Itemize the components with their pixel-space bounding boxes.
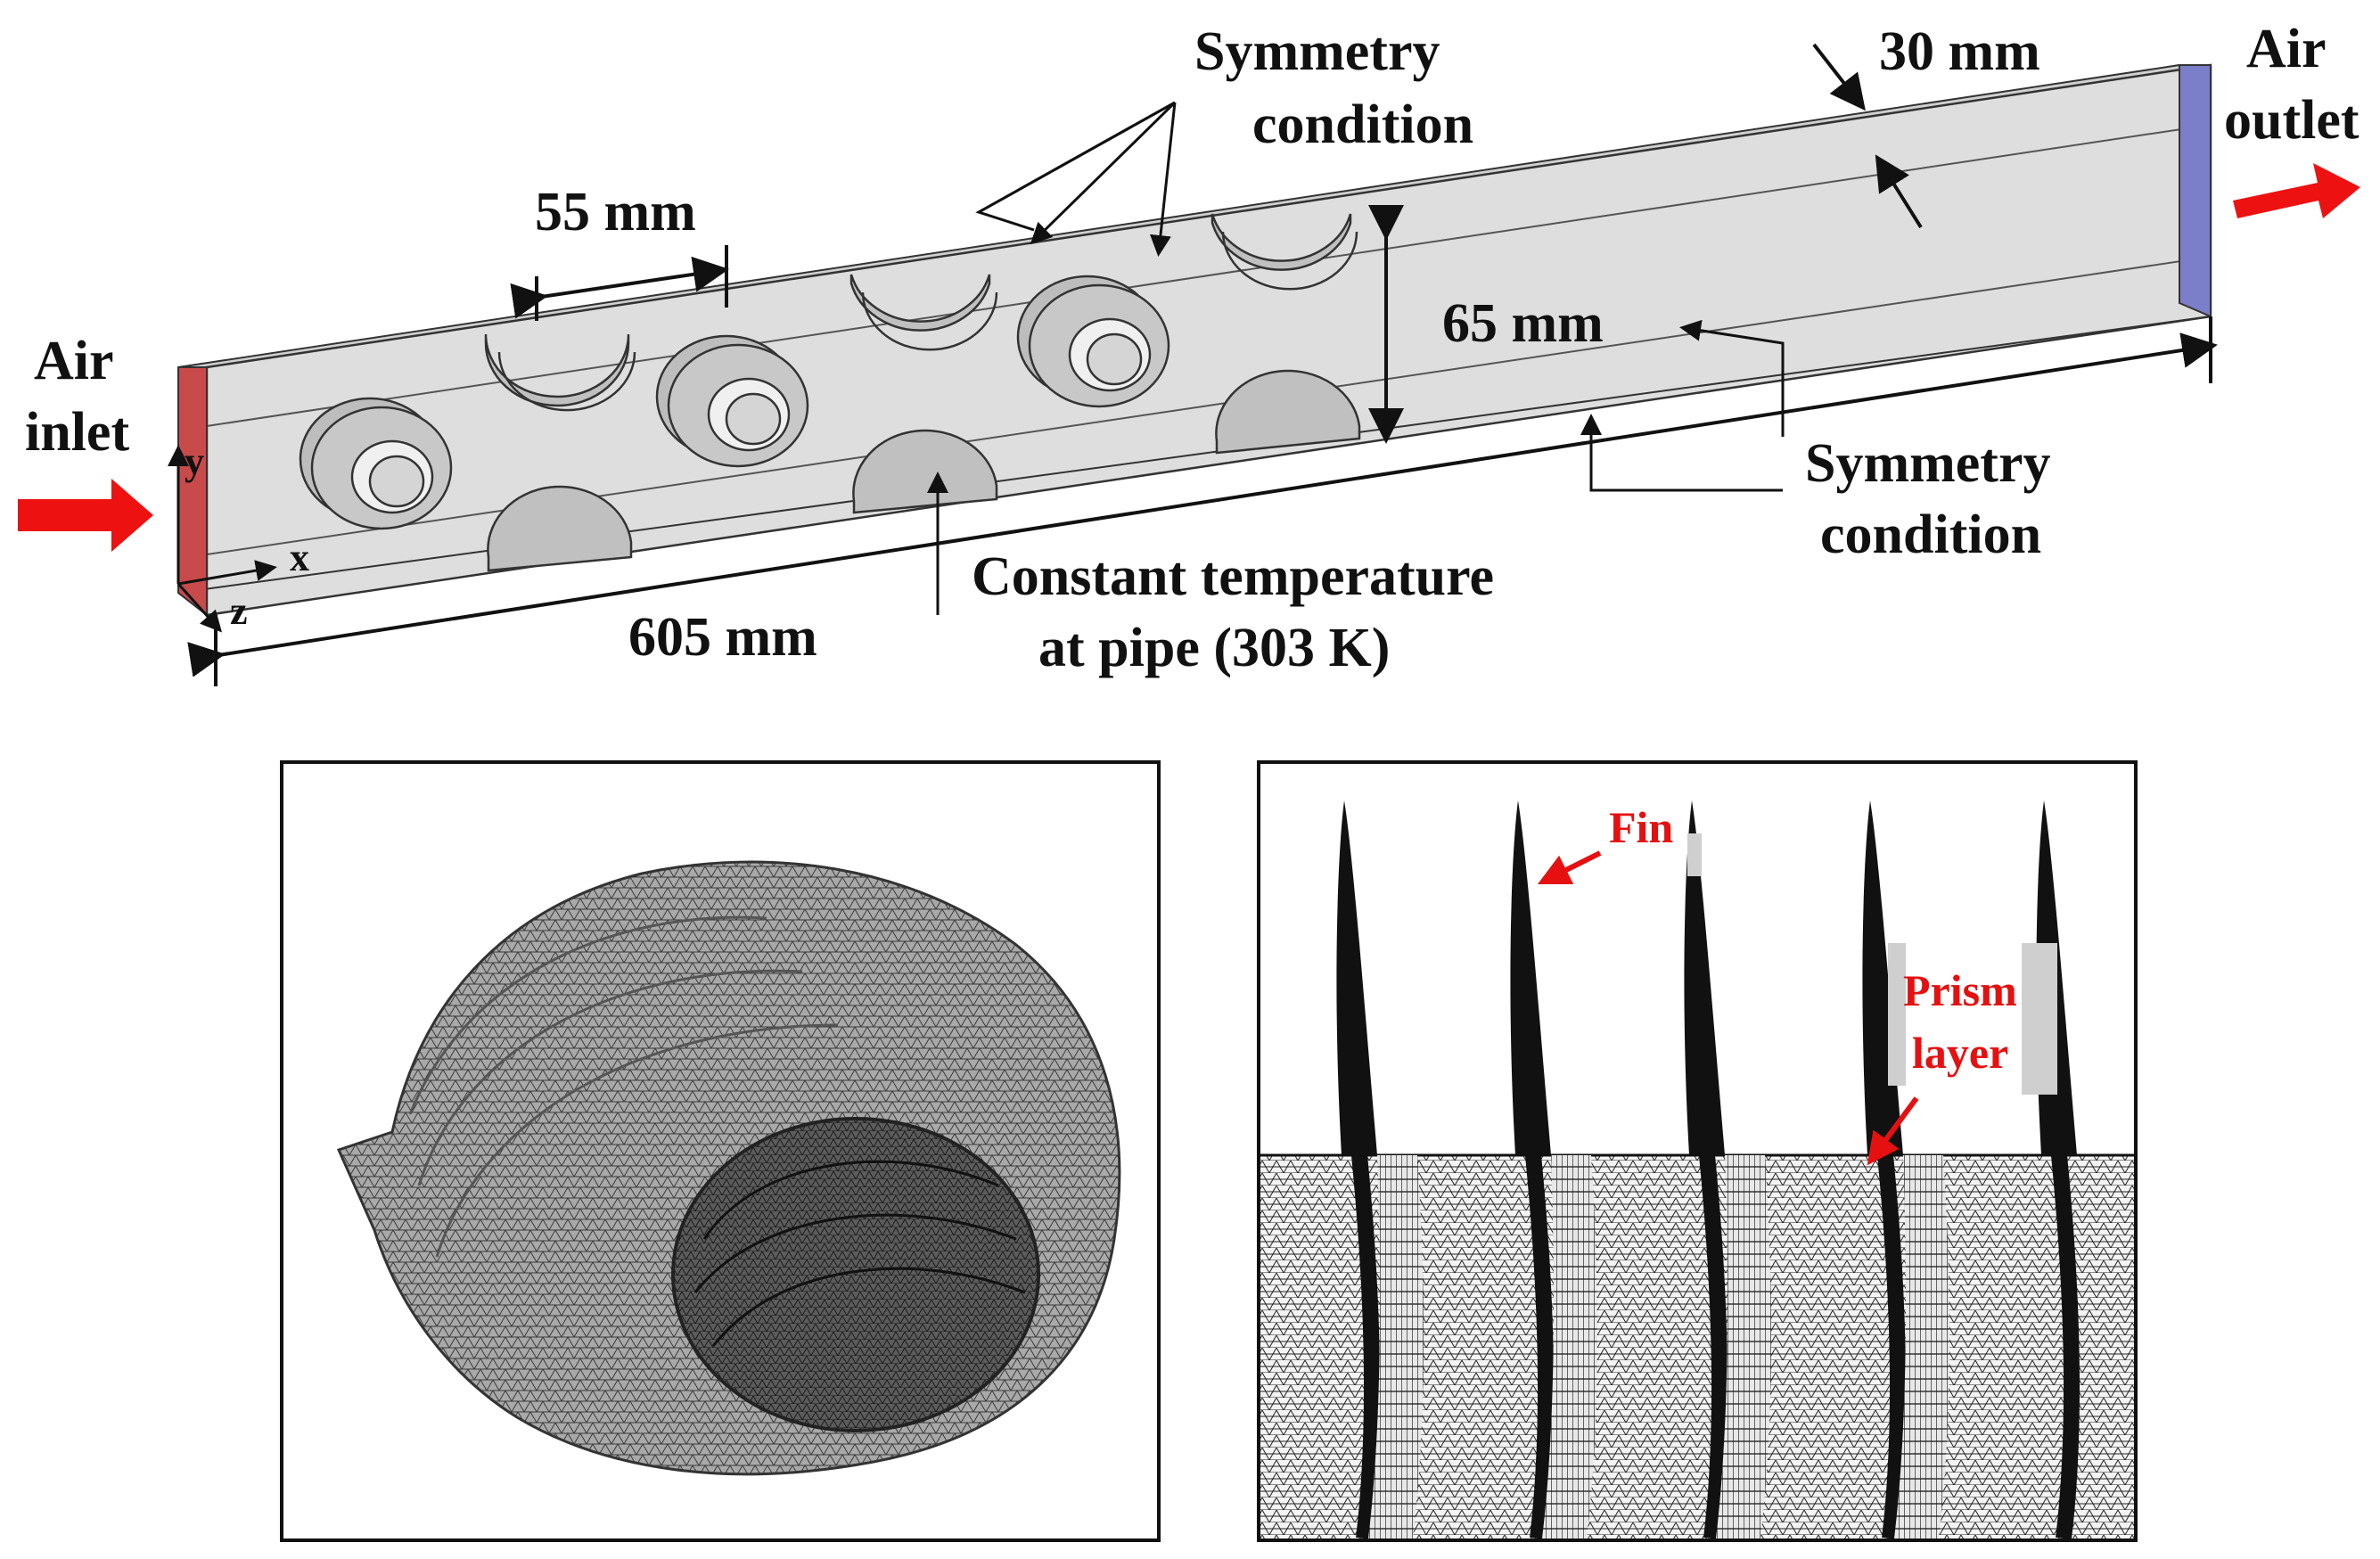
tube-mesh-panel (280, 760, 1161, 1542)
fin-3 (1684, 800, 1725, 1155)
symmetry-bottom-label-2: condition (1820, 505, 2041, 565)
prism-label-2: layer (1912, 1028, 2008, 1078)
prism-label-1: Prism (1903, 965, 2017, 1015)
half-tube-top-2 (849, 274, 991, 332)
inlet-label-1: Air (34, 331, 114, 391)
outlet-label-2: outlet (2224, 90, 2359, 151)
inlet-label-2: inlet (25, 402, 129, 463)
inlet-face (177, 366, 208, 618)
axis-z-label: z (230, 589, 248, 633)
tube-mesh-bore (671, 1117, 1040, 1432)
half-tube-top-3 (1211, 213, 1352, 271)
length-label: 605 mm (628, 607, 817, 668)
thickness-arrow-top (1812, 43, 1866, 111)
symmetry-bottom-leader (1580, 414, 1783, 492)
pipe-condition-label-2: at pipe (303 K) (1038, 618, 1390, 678)
axis-y-label: y (185, 439, 204, 483)
fin-1 (1336, 800, 1377, 1155)
inlet-flow-arrow (18, 479, 153, 552)
fin-2 (1510, 800, 1551, 1155)
outlet-label-1: Air (2246, 19, 2327, 79)
outlet-face (2179, 64, 2212, 318)
thickness-arrow-bottom (1875, 154, 1923, 229)
symmetry-top-label-1: Symmetry (1194, 21, 1440, 82)
height-label: 65 mm (1442, 293, 1604, 354)
fin-mesh-panel (1257, 760, 2138, 1542)
pitch-dimension-line (510, 256, 729, 319)
fin-label: Fin (1609, 802, 1673, 852)
outlet-flow-arrow (2233, 163, 2360, 218)
axis-x-label: x (290, 536, 309, 579)
symmetry-bottom-label-1: Symmetry (1805, 433, 2050, 494)
symmetry-top-label-2: condition (1252, 94, 1473, 155)
symmetry-top-leader (975, 101, 1176, 232)
fin-leader (1537, 850, 1602, 885)
length-dimension-line (187, 332, 2218, 677)
prism-leader (1867, 1096, 1919, 1166)
pipe-condition-label-1: Constant temperature (972, 546, 1494, 607)
pitch-label: 55 mm (535, 182, 696, 242)
thickness-label: 30 mm (1879, 21, 2040, 82)
